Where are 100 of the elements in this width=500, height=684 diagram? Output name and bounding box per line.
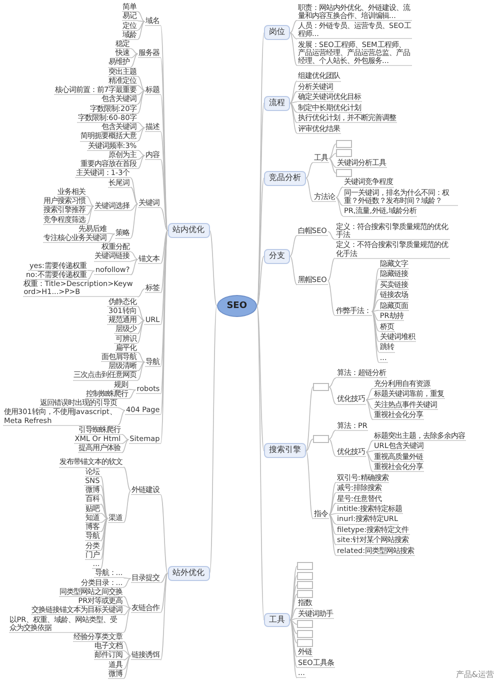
branch-line [290, 32, 298, 66]
branch-line [137, 288, 146, 298]
branch-line [160, 572, 168, 613]
branch-line [130, 48, 138, 54]
branch-line [366, 398, 374, 400]
branch-line [366, 400, 374, 420]
branch-line [371, 311, 380, 363]
branch-line [123, 656, 132, 670]
credit-note: 产品&运营 [456, 669, 494, 680]
topic-box: 站内优化 [168, 223, 210, 238]
branch-line [123, 656, 132, 679]
branch-line [327, 258, 336, 282]
branch-line [256, 178, 264, 306]
branch-line [328, 430, 336, 440]
branch-line [87, 270, 95, 272]
branch-line [160, 494, 168, 574]
branch-line [290, 102, 298, 124]
branch-line [137, 127, 146, 142]
branch-line [137, 155, 146, 170]
empty-box [296, 620, 313, 628]
branch-line [327, 231, 336, 240]
branch-line [290, 608, 298, 620]
branch-line [100, 504, 108, 519]
branch-line [100, 518, 108, 560]
branch-line [290, 102, 298, 113]
branch-line [86, 206, 94, 216]
branch-line [130, 204, 138, 238]
branch-line [130, 178, 138, 204]
branch-line [306, 438, 314, 452]
branch-line [137, 127, 146, 132]
branch-line [366, 452, 374, 472]
branch-line [371, 311, 380, 332]
branch-line [290, 102, 298, 134]
branch-line [366, 388, 374, 400]
topic-box: 竞品分析 [264, 170, 306, 186]
branch-line [371, 299, 380, 312]
branch-line [290, 620, 298, 644]
branch-line [121, 439, 130, 444]
branch-line [137, 90, 146, 104]
branch-line [123, 466, 132, 492]
branch-line [160, 230, 168, 264]
branch-line [328, 378, 336, 388]
branch-line [328, 152, 336, 159]
branch-line [371, 289, 380, 312]
topic-box: 流程 [264, 96, 290, 111]
branch-line [290, 620, 298, 678]
branch-line [336, 197, 344, 206]
central-topic: SEO [216, 294, 257, 317]
branch-line [136, 320, 145, 344]
branch-line [100, 494, 108, 519]
branch-line [100, 518, 108, 523]
branch-line [137, 11, 146, 22]
branch-line [306, 450, 314, 520]
branch-line [160, 572, 168, 660]
branch-line [328, 144, 336, 159]
branch-line [209, 230, 218, 306]
branch-line [86, 205, 94, 207]
branch-line [290, 91, 298, 104]
branch-line [100, 518, 108, 532]
branch-line [137, 76, 146, 92]
branch-line [86, 206, 94, 225]
branch-line [123, 650, 132, 656]
branch-line [137, 155, 146, 160]
empty-box [336, 149, 352, 158]
branch-line [290, 235, 298, 257]
branch-line [121, 434, 130, 440]
empty-box [296, 562, 313, 570]
branch-line [123, 608, 132, 633]
branch-line [130, 258, 138, 262]
topic-box: 搜索引擎 [264, 443, 306, 458]
branch-line [328, 386, 336, 404]
branch-line [136, 320, 145, 334]
branch-line [137, 21, 146, 40]
branch-line [160, 572, 168, 583]
branch-line [107, 234, 116, 244]
branch-line [137, 362, 146, 380]
branch-line [328, 514, 336, 535]
branch-line [130, 186, 138, 204]
branch-line [123, 596, 132, 609]
branch-line [290, 575, 298, 620]
branch-line [100, 476, 108, 519]
branch-line [123, 578, 132, 579]
branch-line [136, 315, 145, 321]
branch-line [290, 620, 298, 668]
branch-line [290, 32, 298, 40]
branch-line [137, 362, 146, 372]
empty-box [312, 382, 329, 391]
branch-line [123, 641, 132, 656]
branch-line [137, 150, 146, 156]
branch-line [290, 20, 298, 34]
empty-box [336, 169, 352, 178]
branch-line [328, 158, 336, 174]
branch-line [107, 232, 116, 234]
branch-line [100, 512, 108, 519]
branch-line [160, 159, 168, 231]
branch-line [371, 310, 380, 312]
branch-line [130, 53, 138, 58]
branch-line [290, 102, 298, 104]
branch-line [123, 656, 132, 660]
branch-line [136, 320, 145, 326]
